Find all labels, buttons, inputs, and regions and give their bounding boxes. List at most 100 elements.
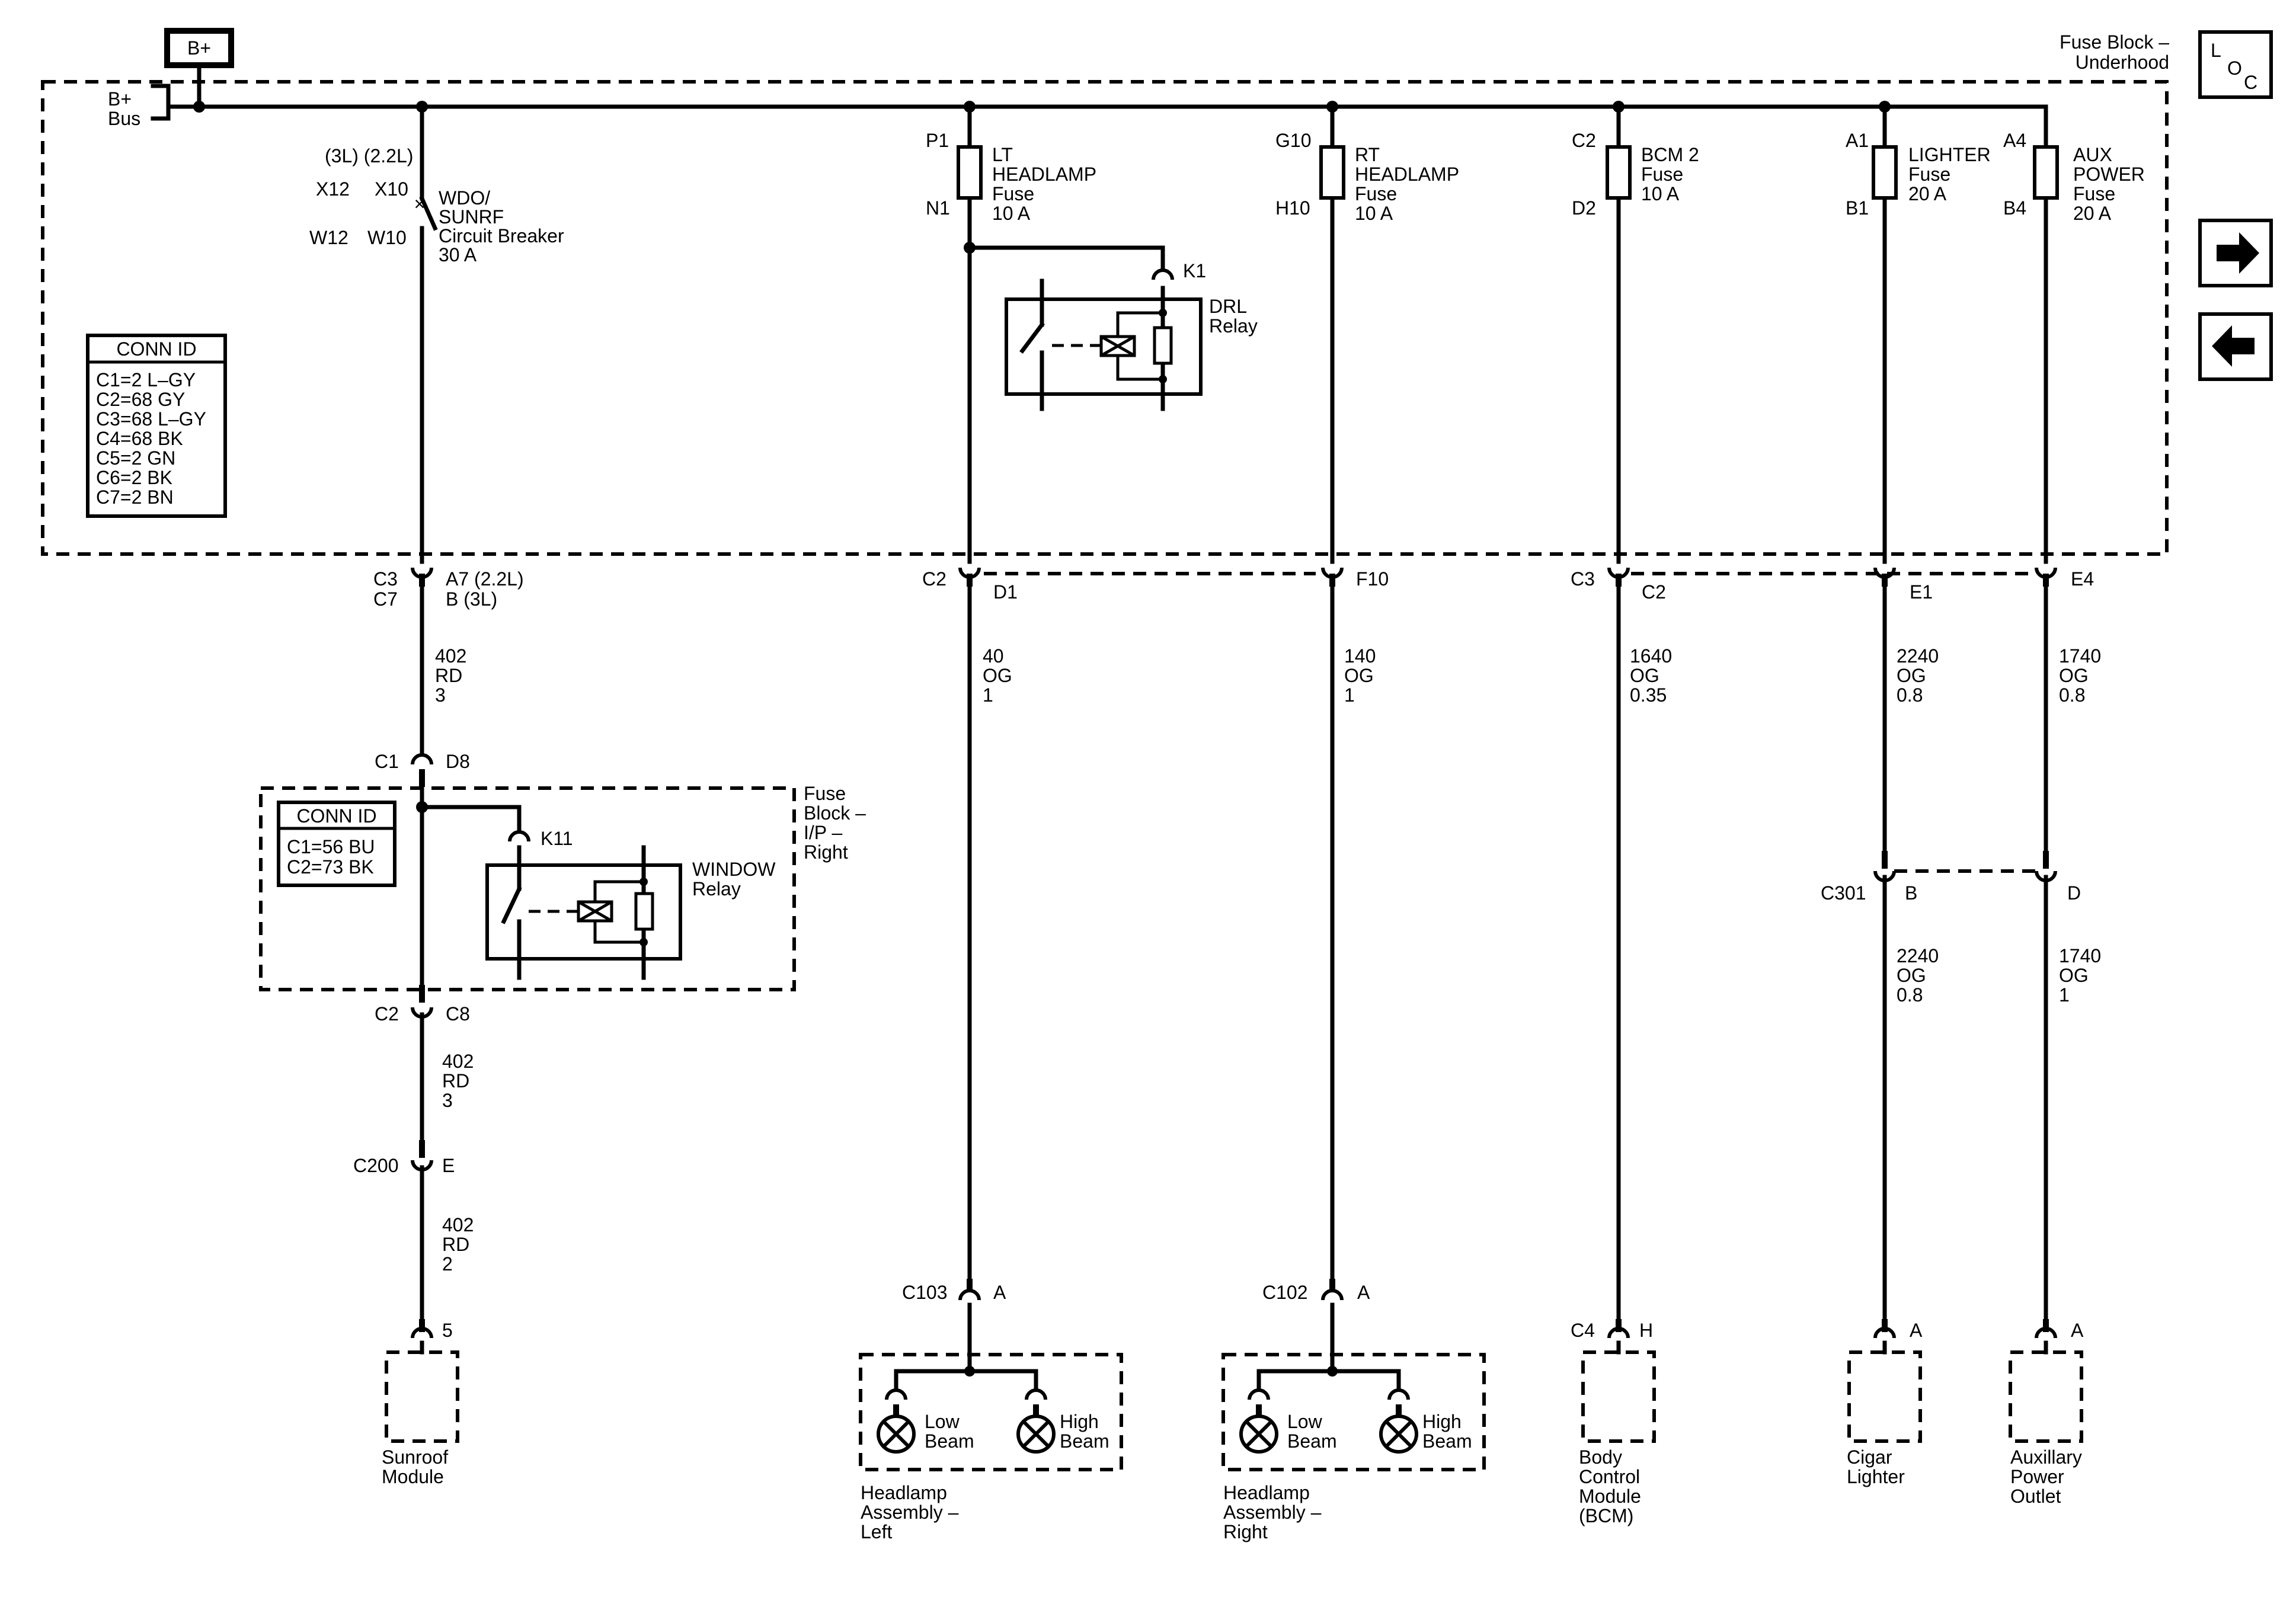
- svg-text:C7=2 BN: C7=2 BN: [96, 486, 174, 508]
- svg-text:CONN ID: CONN ID: [296, 805, 376, 827]
- svg-text:1640: 1640: [1630, 645, 1672, 667]
- svg-text:Fuse: Fuse: [1641, 164, 1683, 185]
- svg-text:RT: RT: [1355, 144, 1380, 165]
- svg-text:A: A: [2071, 1320, 2084, 1341]
- connector-c4-bcm: C4 H: [1571, 1319, 1653, 1341]
- svg-text:Lighter: Lighter: [1847, 1466, 1905, 1487]
- svg-text:2240: 2240: [1897, 645, 1939, 667]
- svg-text:Sunroof: Sunroof: [382, 1446, 448, 1468]
- svg-text:1740: 1740: [2059, 645, 2101, 667]
- wire-label-402-mid: 402 RD 3: [442, 1051, 474, 1111]
- prev-page-button[interactable]: [2198, 312, 2273, 381]
- svg-text:C102: C102: [1262, 1282, 1308, 1303]
- svg-text:CONN ID: CONN ID: [116, 338, 196, 360]
- svg-text:E1: E1: [1910, 581, 1933, 603]
- svg-text:D8: D8: [446, 751, 470, 772]
- svg-text:(3L) (2.2L): (3L) (2.2L): [325, 145, 413, 167]
- svg-text:E4: E4: [2071, 568, 2094, 590]
- svg-text:LT: LT: [992, 144, 1013, 165]
- svg-text:30 A: 30 A: [439, 244, 477, 265]
- svg-text:1: 1: [2059, 984, 2070, 1006]
- svg-text:C1=2 L–GY: C1=2 L–GY: [96, 369, 196, 391]
- connector-sunroof-module: 5: [411, 1319, 453, 1341]
- wire-label-140: 140 OG 1: [1344, 645, 1376, 706]
- svg-text:WINDOW: WINDOW: [692, 859, 776, 880]
- svg-text:Control: Control: [1579, 1466, 1640, 1487]
- connector-underhood-sunroof: C3 C7 A7 (2.2L) B (3L): [373, 567, 524, 610]
- svg-text:Beam: Beam: [1060, 1430, 1109, 1452]
- svg-text:A: A: [1910, 1320, 1923, 1341]
- svg-text:B (3L): B (3L): [446, 588, 497, 610]
- headlamp-assembly-left: Low Beam High Beam Headlamp Assembly – L…: [859, 1302, 1123, 1542]
- svg-text:Headlamp: Headlamp: [861, 1482, 947, 1503]
- svg-text:W10: W10: [367, 227, 407, 248]
- svg-text:Fuse: Fuse: [1355, 183, 1397, 204]
- svg-text:20 A: 20 A: [2073, 203, 2112, 224]
- connector-underhood-bcm: C3 C2: [1571, 567, 1666, 603]
- svg-text:AUX: AUX: [2073, 144, 2112, 165]
- svg-text:Beam: Beam: [925, 1430, 974, 1452]
- svg-text:A4: A4: [2003, 130, 2026, 151]
- svg-text:HEADLAMP: HEADLAMP: [1355, 164, 1459, 185]
- wires-from-c301: [1882, 875, 2048, 1323]
- svg-text:402: 402: [442, 1214, 474, 1235]
- conn-id-table-underhood: CONN ID C1=2 L–GY C2=68 GY C3=68 L–GY C4…: [86, 334, 227, 518]
- svg-text:Circuit Breaker: Circuit Breaker: [439, 225, 564, 247]
- svg-text:5: 5: [442, 1320, 453, 1341]
- svg-text:C2: C2: [1572, 130, 1596, 151]
- window-relay: K11 WINDOW Relay: [416, 801, 776, 980]
- headlamp-assembly-right: Low Beam High Beam Headlamp Assembly – R…: [1221, 1302, 1486, 1542]
- body-control-module: Body Control Module (BCM): [1579, 1340, 1656, 1526]
- svg-text:C7: C7: [373, 588, 398, 610]
- loc-button[interactable]: L O C: [2198, 30, 2273, 99]
- svg-text:WDO/: WDO/: [439, 187, 490, 209]
- arrow-right-icon: [2217, 232, 2259, 274]
- wire-label-1740-lower: 1740 OG 1: [2059, 945, 2101, 1006]
- svg-text:HEADLAMP: HEADLAMP: [992, 164, 1096, 185]
- svg-text:H10: H10: [1275, 197, 1310, 219]
- svg-text:Module: Module: [1579, 1486, 1641, 1507]
- svg-text:2240: 2240: [1897, 945, 1939, 966]
- bplus-box: B+: [164, 28, 234, 68]
- fuse-bcm-2: C2 D2 BCM 2 Fuse 10 A: [1572, 104, 1699, 564]
- circuit-breaker-wdo-sunrf: × (3L) (2.2L) X12 X10 W12 W10 WDO/ SUNRF…: [309, 104, 564, 564]
- svg-text:G10: G10: [1275, 130, 1311, 151]
- connector-cigar-lighter: A: [1873, 1319, 1923, 1341]
- connector-c301: C301 B D: [1821, 851, 2081, 904]
- svg-text:LIGHTER: LIGHTER: [1908, 144, 1991, 165]
- connector-c102: C102 A: [1262, 1279, 1370, 1303]
- fuse-block-underhood-label-2: Underhood: [2076, 52, 2169, 73]
- next-page-button[interactable]: [2198, 219, 2273, 287]
- svg-text:C6=2 BK: C6=2 BK: [96, 467, 172, 488]
- fuse-block-underhood-outline: [41, 80, 2169, 556]
- svg-text:Fuse: Fuse: [1908, 164, 1950, 185]
- bus-bracket: [151, 84, 171, 121]
- high-beam-bulb-icon: [1016, 1414, 1056, 1454]
- svg-text:O: O: [2227, 57, 2242, 79]
- bus-stub: [166, 63, 202, 109]
- drl-relay: K1 DRL Relay: [964, 242, 1258, 411]
- svg-text:C103: C103: [902, 1282, 948, 1303]
- svg-text:Fuse: Fuse: [2073, 183, 2115, 204]
- svg-text:Headlamp: Headlamp: [1223, 1482, 1310, 1503]
- connector-c200: C200 E: [353, 1140, 455, 1176]
- svg-text:F10: F10: [1356, 568, 1389, 590]
- cigar-lighter: Cigar Lighter: [1847, 1340, 1922, 1487]
- svg-text:C2: C2: [922, 568, 946, 590]
- ip-fuse-block-label: Fuse Block – I/P – Right: [804, 783, 866, 863]
- svg-text:Right: Right: [804, 841, 848, 863]
- svg-text:P1: P1: [926, 130, 949, 151]
- sunroof-module: Sunroof Module: [382, 1340, 459, 1487]
- svg-text:RD: RD: [435, 665, 462, 686]
- svg-text:C3: C3: [1571, 568, 1595, 590]
- svg-text:B+: B+: [187, 37, 211, 59]
- connector-ip-fuse-block-top: C1 D8: [375, 751, 470, 787]
- svg-text:40: 40: [983, 645, 1004, 667]
- svg-text:OG: OG: [2059, 665, 2089, 686]
- svg-text:Module: Module: [382, 1466, 444, 1487]
- fuse-lt-headlamp: P1 N1 LT HEADLAMP Fuse 10 A: [926, 104, 1096, 564]
- svg-text:20 A: 20 A: [1908, 183, 1947, 204]
- breaker-contact-mark: ×: [414, 193, 426, 215]
- connector-aux-outlet: A: [2035, 1319, 2084, 1341]
- svg-text:C: C: [2244, 72, 2257, 93]
